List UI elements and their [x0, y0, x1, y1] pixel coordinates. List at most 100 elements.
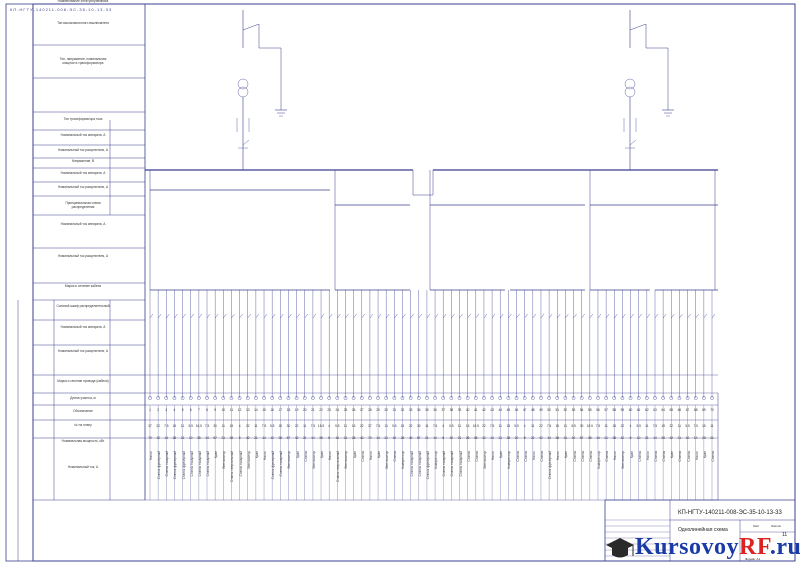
consumer-power: 15: [506, 424, 511, 428]
consumer-node: [482, 396, 486, 400]
row-label: Номинальный ток аппарата, А: [60, 133, 106, 137]
consumer-node: [205, 396, 209, 400]
row-label: Принципиальная схема распределения: [65, 201, 101, 209]
consumer-name: Вентилятор: [621, 451, 626, 469]
consumer-node: [596, 396, 600, 400]
consumer-node: [351, 396, 356, 400]
consumer-current: 21: [498, 436, 502, 440]
consumer-name: Вентилятор: [287, 451, 292, 469]
consumer-number: 34: [416, 408, 421, 412]
consumer-current: 28: [229, 436, 234, 440]
consumer-node: [237, 396, 242, 400]
breaker-symbol: [629, 139, 637, 146]
watermark-hat-icon: [606, 538, 634, 558]
consumer-breaker: [231, 313, 235, 319]
consumer-node: [408, 396, 413, 400]
consumer-power: 22: [539, 424, 543, 428]
consumer-node: [311, 396, 315, 400]
consumer-node: [148, 396, 152, 400]
consumer-power: 11: [384, 424, 388, 428]
consumer-current: 14: [205, 436, 209, 440]
row-label: Номинальная мощность, кВт: [61, 439, 105, 443]
consumer-power: 22: [669, 424, 674, 428]
consumer-breaker: [540, 313, 545, 319]
consumer-breaker: [459, 313, 463, 319]
consumer-breaker: [671, 313, 675, 319]
consumer-breaker: [272, 313, 276, 319]
consumer-current: 14: [547, 436, 551, 440]
consumer-breaker: [654, 313, 659, 319]
consumer-number: 67: [685, 408, 690, 412]
consumer-current: 42: [156, 436, 160, 440]
consumer-name: Компрессор: [434, 451, 439, 469]
consumer-node: [506, 396, 511, 400]
consumer-current: 21: [384, 436, 388, 440]
consumer-power: 15: [702, 424, 706, 428]
consumer-breaker: [312, 313, 317, 319]
consumer-current: 42: [482, 436, 486, 440]
consumer-current: 21: [343, 436, 348, 440]
consumer-name: Станок: [588, 451, 593, 462]
consumer-breaker: [247, 313, 251, 319]
consumer-breaker: [320, 313, 325, 319]
consumer-name: Кран: [295, 451, 300, 459]
consumer-number: 44: [498, 408, 502, 412]
consumer-power: 11: [303, 424, 307, 428]
consumer-breaker: [377, 313, 382, 319]
consumer-node: [319, 396, 323, 400]
consumer-node: [473, 396, 478, 400]
consumer-node: [531, 396, 535, 400]
corner-stamp: КП-НГТУ-140211-008-ЭС-35-10-13-33: [10, 7, 113, 12]
consumer-breaker: [687, 313, 691, 319]
consumer-power: 7.5: [693, 424, 698, 428]
consumer-power: 11: [254, 424, 258, 428]
consumer-node: [270, 396, 274, 400]
consumer-name: Насос: [531, 451, 536, 461]
consumer-name: Станок сверлильный: [230, 451, 235, 482]
consumer-breaker: [508, 313, 512, 319]
consumer-name: Станок фрезерный: [271, 451, 276, 480]
consumer-current: 8: [442, 436, 445, 440]
consumer-number: 39: [457, 408, 462, 412]
consumer-number: 52: [563, 408, 568, 412]
consumer-power: 37: [148, 424, 152, 428]
consumer-power: 11: [645, 424, 649, 428]
consumer-node: [588, 396, 592, 400]
consumer-number: 50: [547, 408, 551, 412]
consumer-node: [465, 396, 470, 400]
consumer-current: 28: [351, 436, 356, 440]
consumer-current: 14: [490, 436, 494, 440]
consumer-power: 22: [620, 424, 625, 428]
consumer-breaker: [491, 313, 496, 319]
consumer-node: [164, 396, 169, 400]
consumer-power: 4: [629, 424, 632, 428]
consumer-node: [213, 396, 217, 400]
consumer-power: 4: [523, 424, 526, 428]
consumer-node: [384, 396, 389, 400]
consumer-current: 28: [278, 436, 283, 440]
consumer-breaker: [174, 313, 178, 319]
consumer-current: 42: [359, 436, 364, 440]
consumer-name: Станок токарный: [238, 451, 243, 477]
consumer-node: [449, 396, 454, 400]
consumer-name: Станок: [523, 451, 528, 462]
consumer-current: 70: [148, 436, 152, 440]
consumer-name: Станок: [580, 451, 585, 462]
consumer-current: 35: [197, 436, 201, 440]
consumer-node: [693, 396, 698, 400]
consumer-number: 29: [376, 408, 380, 412]
consumer-node: [653, 396, 657, 400]
consumer-breaker: [443, 313, 447, 319]
consumer-node: [392, 396, 397, 400]
row-label: Номинальный ток аппарата, А: [60, 222, 106, 226]
consumer-number: 40: [465, 408, 470, 412]
row-label: Напряжение, В: [71, 159, 95, 163]
consumer-power: 5.5: [269, 424, 275, 428]
consumer-breaker: [353, 313, 357, 319]
consumer-number: 63: [653, 408, 657, 412]
consumer-breaker: [329, 313, 333, 319]
consumer-breaker: [516, 313, 520, 319]
consumer-current: 28: [661, 436, 665, 440]
consumer-number: 68: [693, 408, 698, 412]
